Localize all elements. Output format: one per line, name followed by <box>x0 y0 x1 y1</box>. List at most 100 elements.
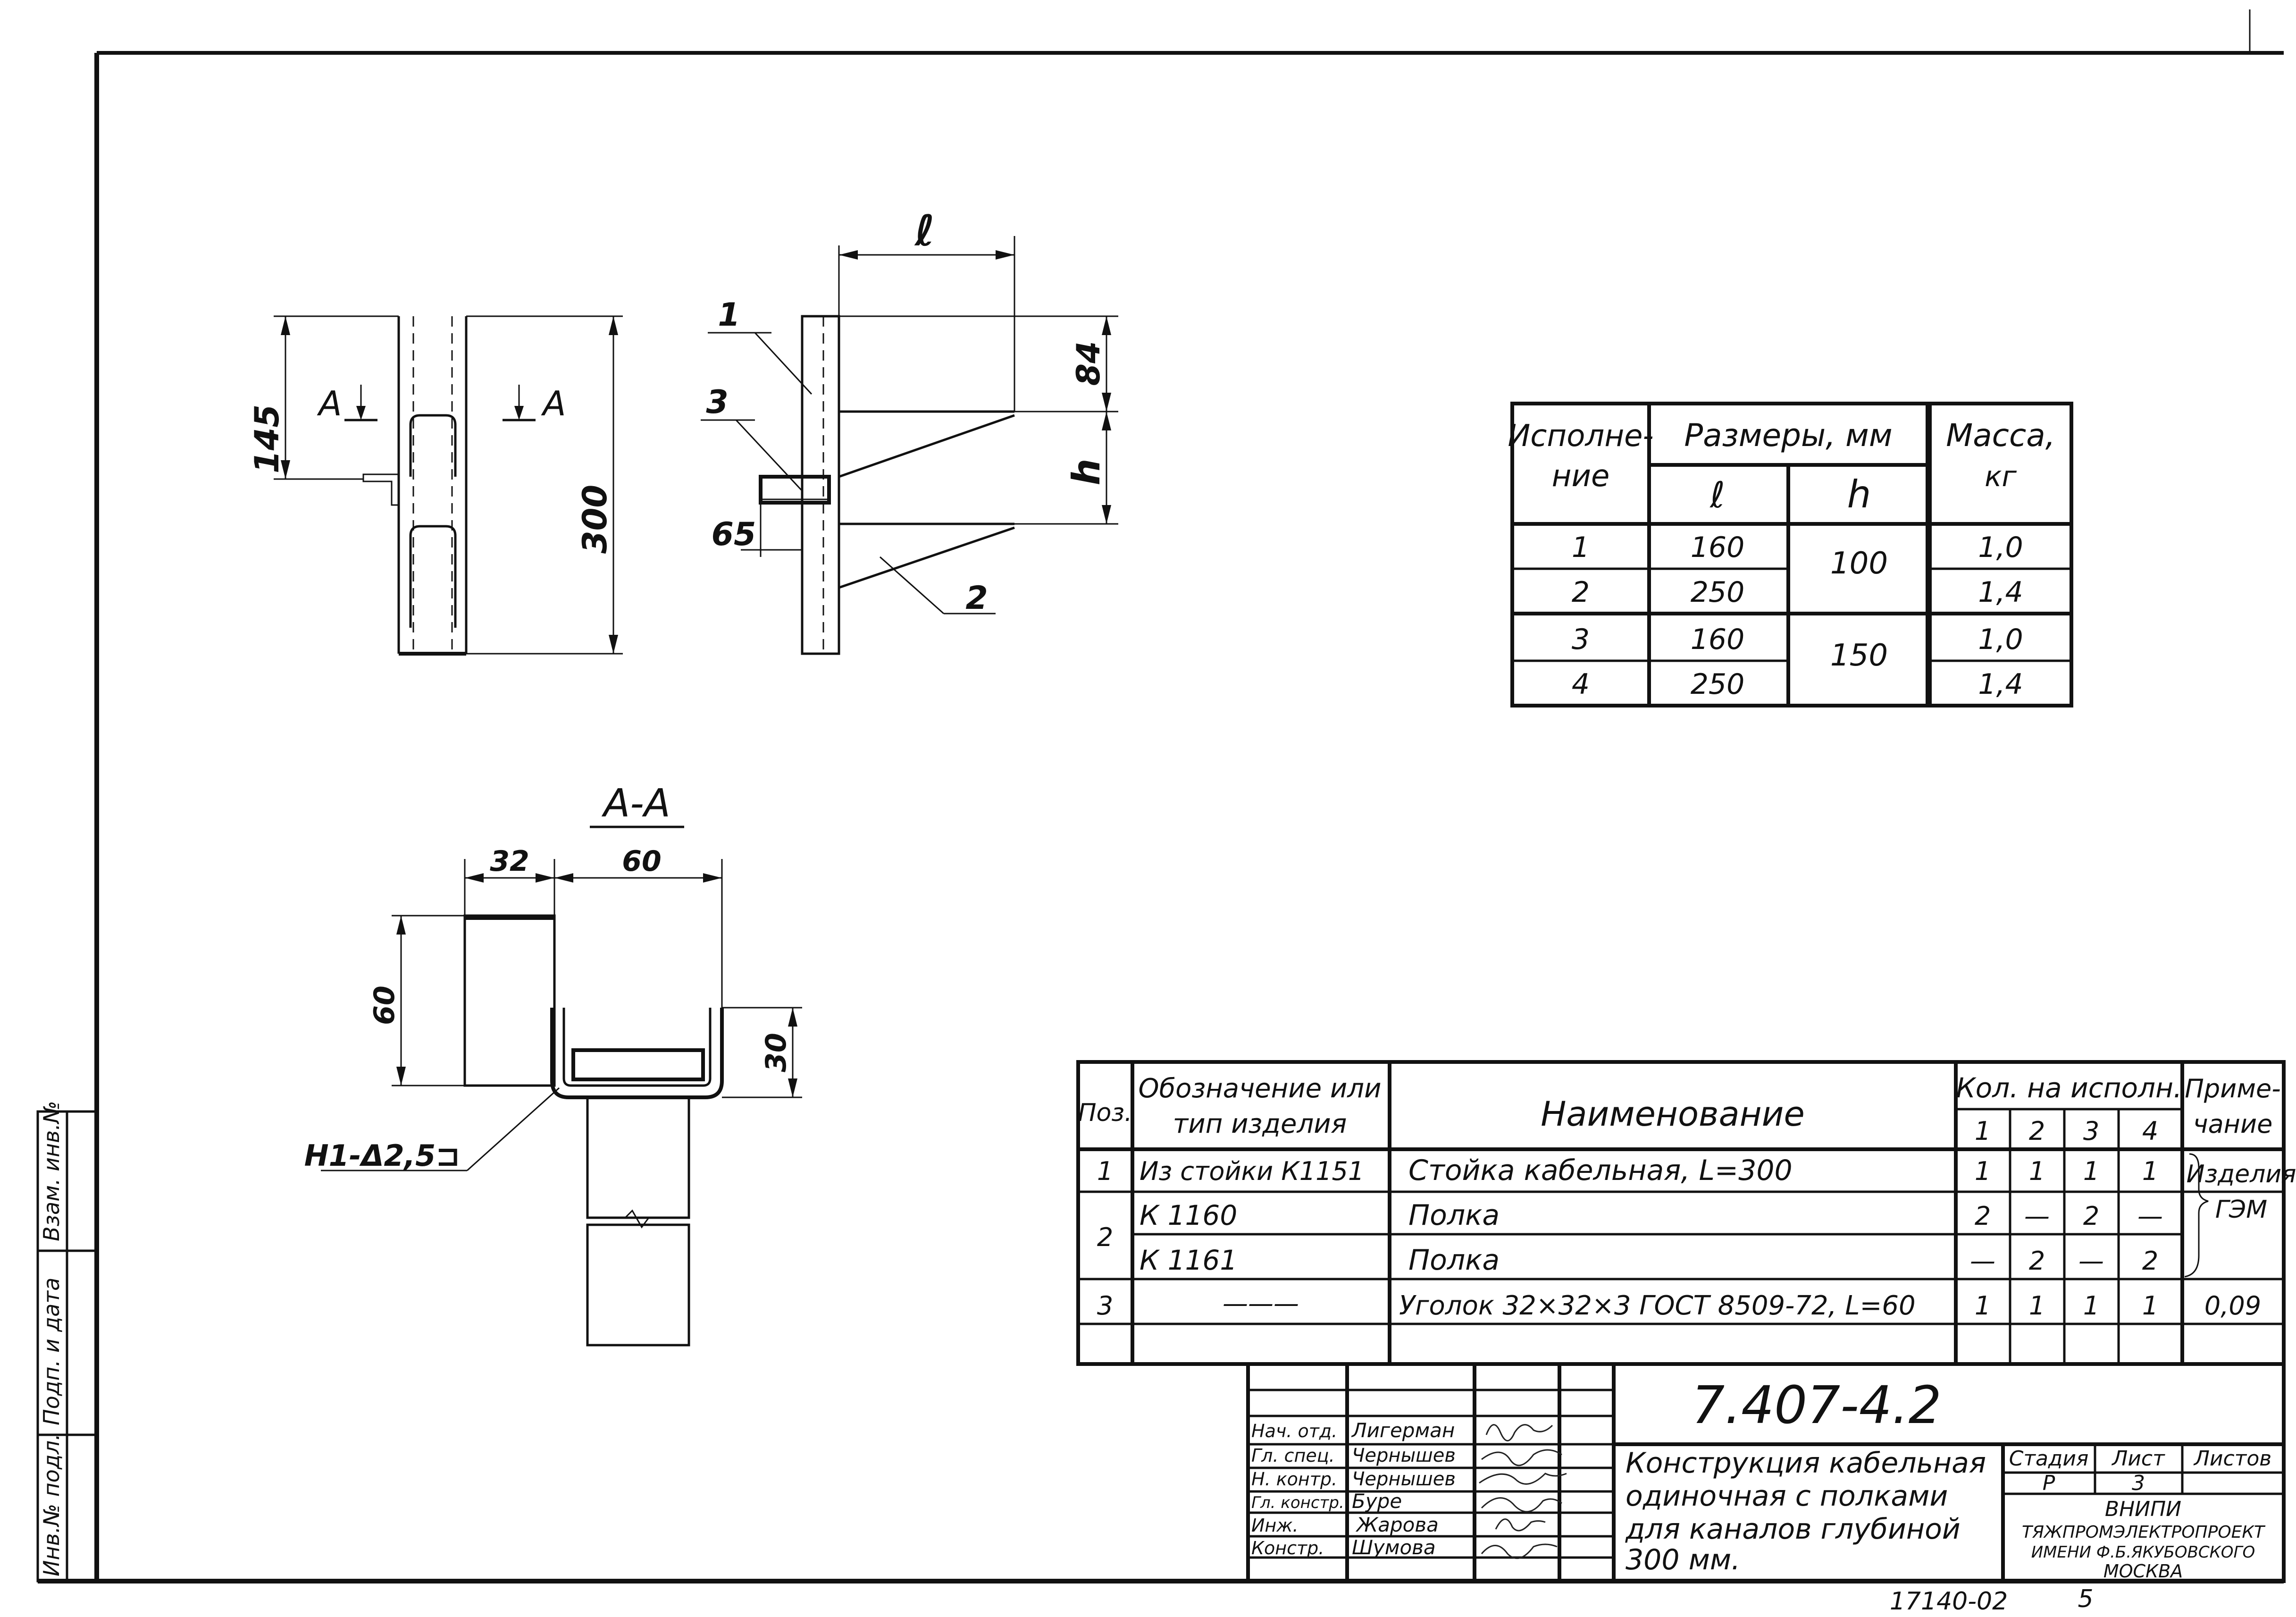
spec-header-pos: Поз. <box>1078 1099 1132 1127</box>
sizes-row: 2 250 1,4 <box>1572 576 2023 609</box>
tb-name-5: Жарова <box>1355 1513 1439 1536</box>
sizes-h-group-2: 150 <box>1830 638 1888 673</box>
spec-cell-q1: 1 <box>1975 1291 1991 1321</box>
spec-cell-name: Стойка кабельная, L=300 <box>1408 1154 1793 1187</box>
sizes-header-variant-1: Исполне- <box>1508 419 1653 454</box>
spec-note-group-2: ГЭМ <box>2215 1196 2267 1224</box>
tb-org-line-1: ВНИПИ <box>2105 1497 2181 1521</box>
spec-cell-name: Уголок 32×32×3 ГОСТ 8509-72, L=60 <box>1399 1290 1916 1321</box>
stamp-sign-label: Подп. и дата <box>39 1278 64 1425</box>
tb-sheet-value: 3 <box>2132 1471 2145 1495</box>
dim-h: h <box>1064 459 1108 486</box>
spec-cell-designation: К 1161 <box>1140 1244 1237 1276</box>
tb-title-line-2: одиночная с полками <box>1626 1480 1948 1513</box>
sizes-cell-l: 250 <box>1691 668 1745 701</box>
tb-sheets-label: Листов <box>2193 1447 2271 1471</box>
weld-note: Н1-Δ2,5⊐ <box>304 1138 461 1173</box>
spec-cell-q3: 1 <box>2083 1291 2099 1321</box>
tb-name-3: Чернышев <box>1352 1468 1456 1490</box>
tb-role-6: Констр. <box>1251 1538 1324 1558</box>
sizes-cell-l: 250 <box>1691 576 1745 609</box>
sizes-cell-variant: 4 <box>1572 668 1590 701</box>
section-mark-left: A <box>317 384 342 423</box>
spec-header-qty: Кол. на исполн. <box>1956 1072 2182 1104</box>
sizes-row: 4 250 1,4 <box>1572 668 2023 701</box>
spec-header-name: Наименование <box>1541 1094 1805 1134</box>
spec-cell-q4: 1 <box>2142 1156 2158 1186</box>
spec-cell-q3: — <box>2078 1246 2104 1276</box>
sizes-cell-l: 160 <box>1691 531 1745 564</box>
dim-65: 65 <box>712 516 756 553</box>
section-mark-right: A <box>541 384 566 423</box>
tb-org-line-2: ТЯЖПРОМЭЛЕКТРОПРОЕКТ <box>2022 1523 2266 1542</box>
sheet-frame <box>38 9 2284 1583</box>
callout-3: 3 <box>706 384 728 421</box>
spec-cell-q2: 2 <box>2029 1246 2045 1276</box>
tb-role-5: Инж. <box>1251 1515 1299 1536</box>
sizes-cell-mass: 1,4 <box>1978 576 2023 609</box>
spec-header-designation-2: тип изделия <box>1173 1109 1347 1139</box>
spec-header-qty-3: 3 <box>2083 1116 2099 1146</box>
section-title: А-А <box>601 781 670 826</box>
spec-cell-note: 0,09 <box>2204 1291 2261 1321</box>
spec-cell-q3: 1 <box>2083 1156 2099 1186</box>
callout-1: 1 <box>718 296 740 334</box>
spec-cell-q1: 1 <box>1975 1156 1991 1186</box>
spec-cell-q2: 1 <box>2029 1291 2045 1321</box>
spec-cell-q2: — <box>2024 1201 2050 1231</box>
tb-org-line-3: ИМЕНИ Ф.Б.ЯКУБОВСКОГО <box>2031 1543 2255 1562</box>
sizes-cell-l: 160 <box>1691 623 1745 656</box>
tb-title-line-3: для каналов глубиной <box>1625 1513 1961 1546</box>
tb-stage-value: Р <box>2043 1471 2055 1495</box>
sizes-cell-mass: 1,0 <box>1978 531 2023 564</box>
spec-cell-name: Полка <box>1408 1199 1500 1232</box>
tb-name-6: Шумова <box>1352 1536 1436 1559</box>
spec-cell-q2: 1 <box>2029 1156 2045 1186</box>
footer-page: 5 <box>2078 1585 2093 1613</box>
spec-cell-q1: — <box>1970 1246 1995 1276</box>
sizes-cell-variant: 2 <box>1572 576 1590 609</box>
sizes-cell-mass: 1,4 <box>1978 668 2023 701</box>
dim-30: 30 <box>760 1033 793 1072</box>
stamp-inv-label: Инв.№ подл. <box>39 1433 64 1576</box>
sizes-cell-variant: 3 <box>1572 623 1590 656</box>
spec-row: К 1160 Полка 2 — 2 — <box>1140 1199 2163 1232</box>
spec-header-note-2: чание <box>2193 1109 2273 1139</box>
sizes-h-group-1: 100 <box>1830 546 1888 581</box>
tb-role-1: Нач. отд. <box>1251 1421 1337 1441</box>
spec-row: К 1161 Полка — 2 — 2 <box>1140 1244 2158 1277</box>
spec-cell-q4: 1 <box>2142 1291 2158 1321</box>
tb-title-line-4: 300 мм. <box>1626 1543 1740 1576</box>
spec-cell-q3: 2 <box>2083 1201 2099 1231</box>
sizes-header-l: ℓ <box>1709 474 1725 516</box>
title-block: 7.407-4.2 Нач. отд. Гл. спец. Н. контр. … <box>1246 1362 2286 1583</box>
tb-title-line-1: Конструкция кабельная <box>1626 1447 1986 1480</box>
doc-number: 7.407-4.2 <box>1692 1375 1942 1435</box>
callout-2: 2 <box>965 580 988 617</box>
spec-cell-q1: 2 <box>1975 1201 1991 1231</box>
tb-org-line-4: МОСКВА <box>2103 1561 2183 1582</box>
dim-60-top: 60 <box>622 845 662 878</box>
dim-32: 32 <box>490 845 529 878</box>
spec-header-designation-1: Обозначение или <box>1139 1073 1382 1104</box>
sizes-header-mass-2: кг <box>1985 460 2017 493</box>
dim-300: 300 <box>576 485 614 554</box>
sizes-header-sizes: Размеры, мм <box>1684 417 1892 454</box>
sizes-header-variant-2: ние <box>1552 459 1610 494</box>
spec-table: Поз. Обозначение или тип изделия Наимено… <box>1076 1060 2296 1366</box>
footer-number: 17140-02 <box>1890 1587 2008 1616</box>
sizes-row: 3 160 1,0 <box>1572 623 2023 656</box>
spec-cell-pos: 1 <box>1097 1156 1113 1186</box>
spec-header-qty-2: 2 <box>2029 1116 2045 1146</box>
spec-cell-designation: Из стойки К1151 <box>1140 1156 1364 1186</box>
spec-header-qty-4: 4 <box>2142 1116 2158 1146</box>
sizes-cell-mass: 1,0 <box>1978 623 2023 656</box>
spec-cell-q4: — <box>2137 1201 2163 1231</box>
spec-cell-designation: ——— <box>1223 1289 1299 1318</box>
spec-row: 1 Из стойки К1151 Стойка кабельная, L=30… <box>1097 1154 2158 1187</box>
sizes-cell-variant: 1 <box>1572 531 1590 564</box>
spec-cell-name: Полка <box>1408 1244 1500 1277</box>
stamp-replace-label: Взам. инв.№ <box>39 1101 64 1241</box>
dim-84: 84 <box>1070 341 1107 386</box>
